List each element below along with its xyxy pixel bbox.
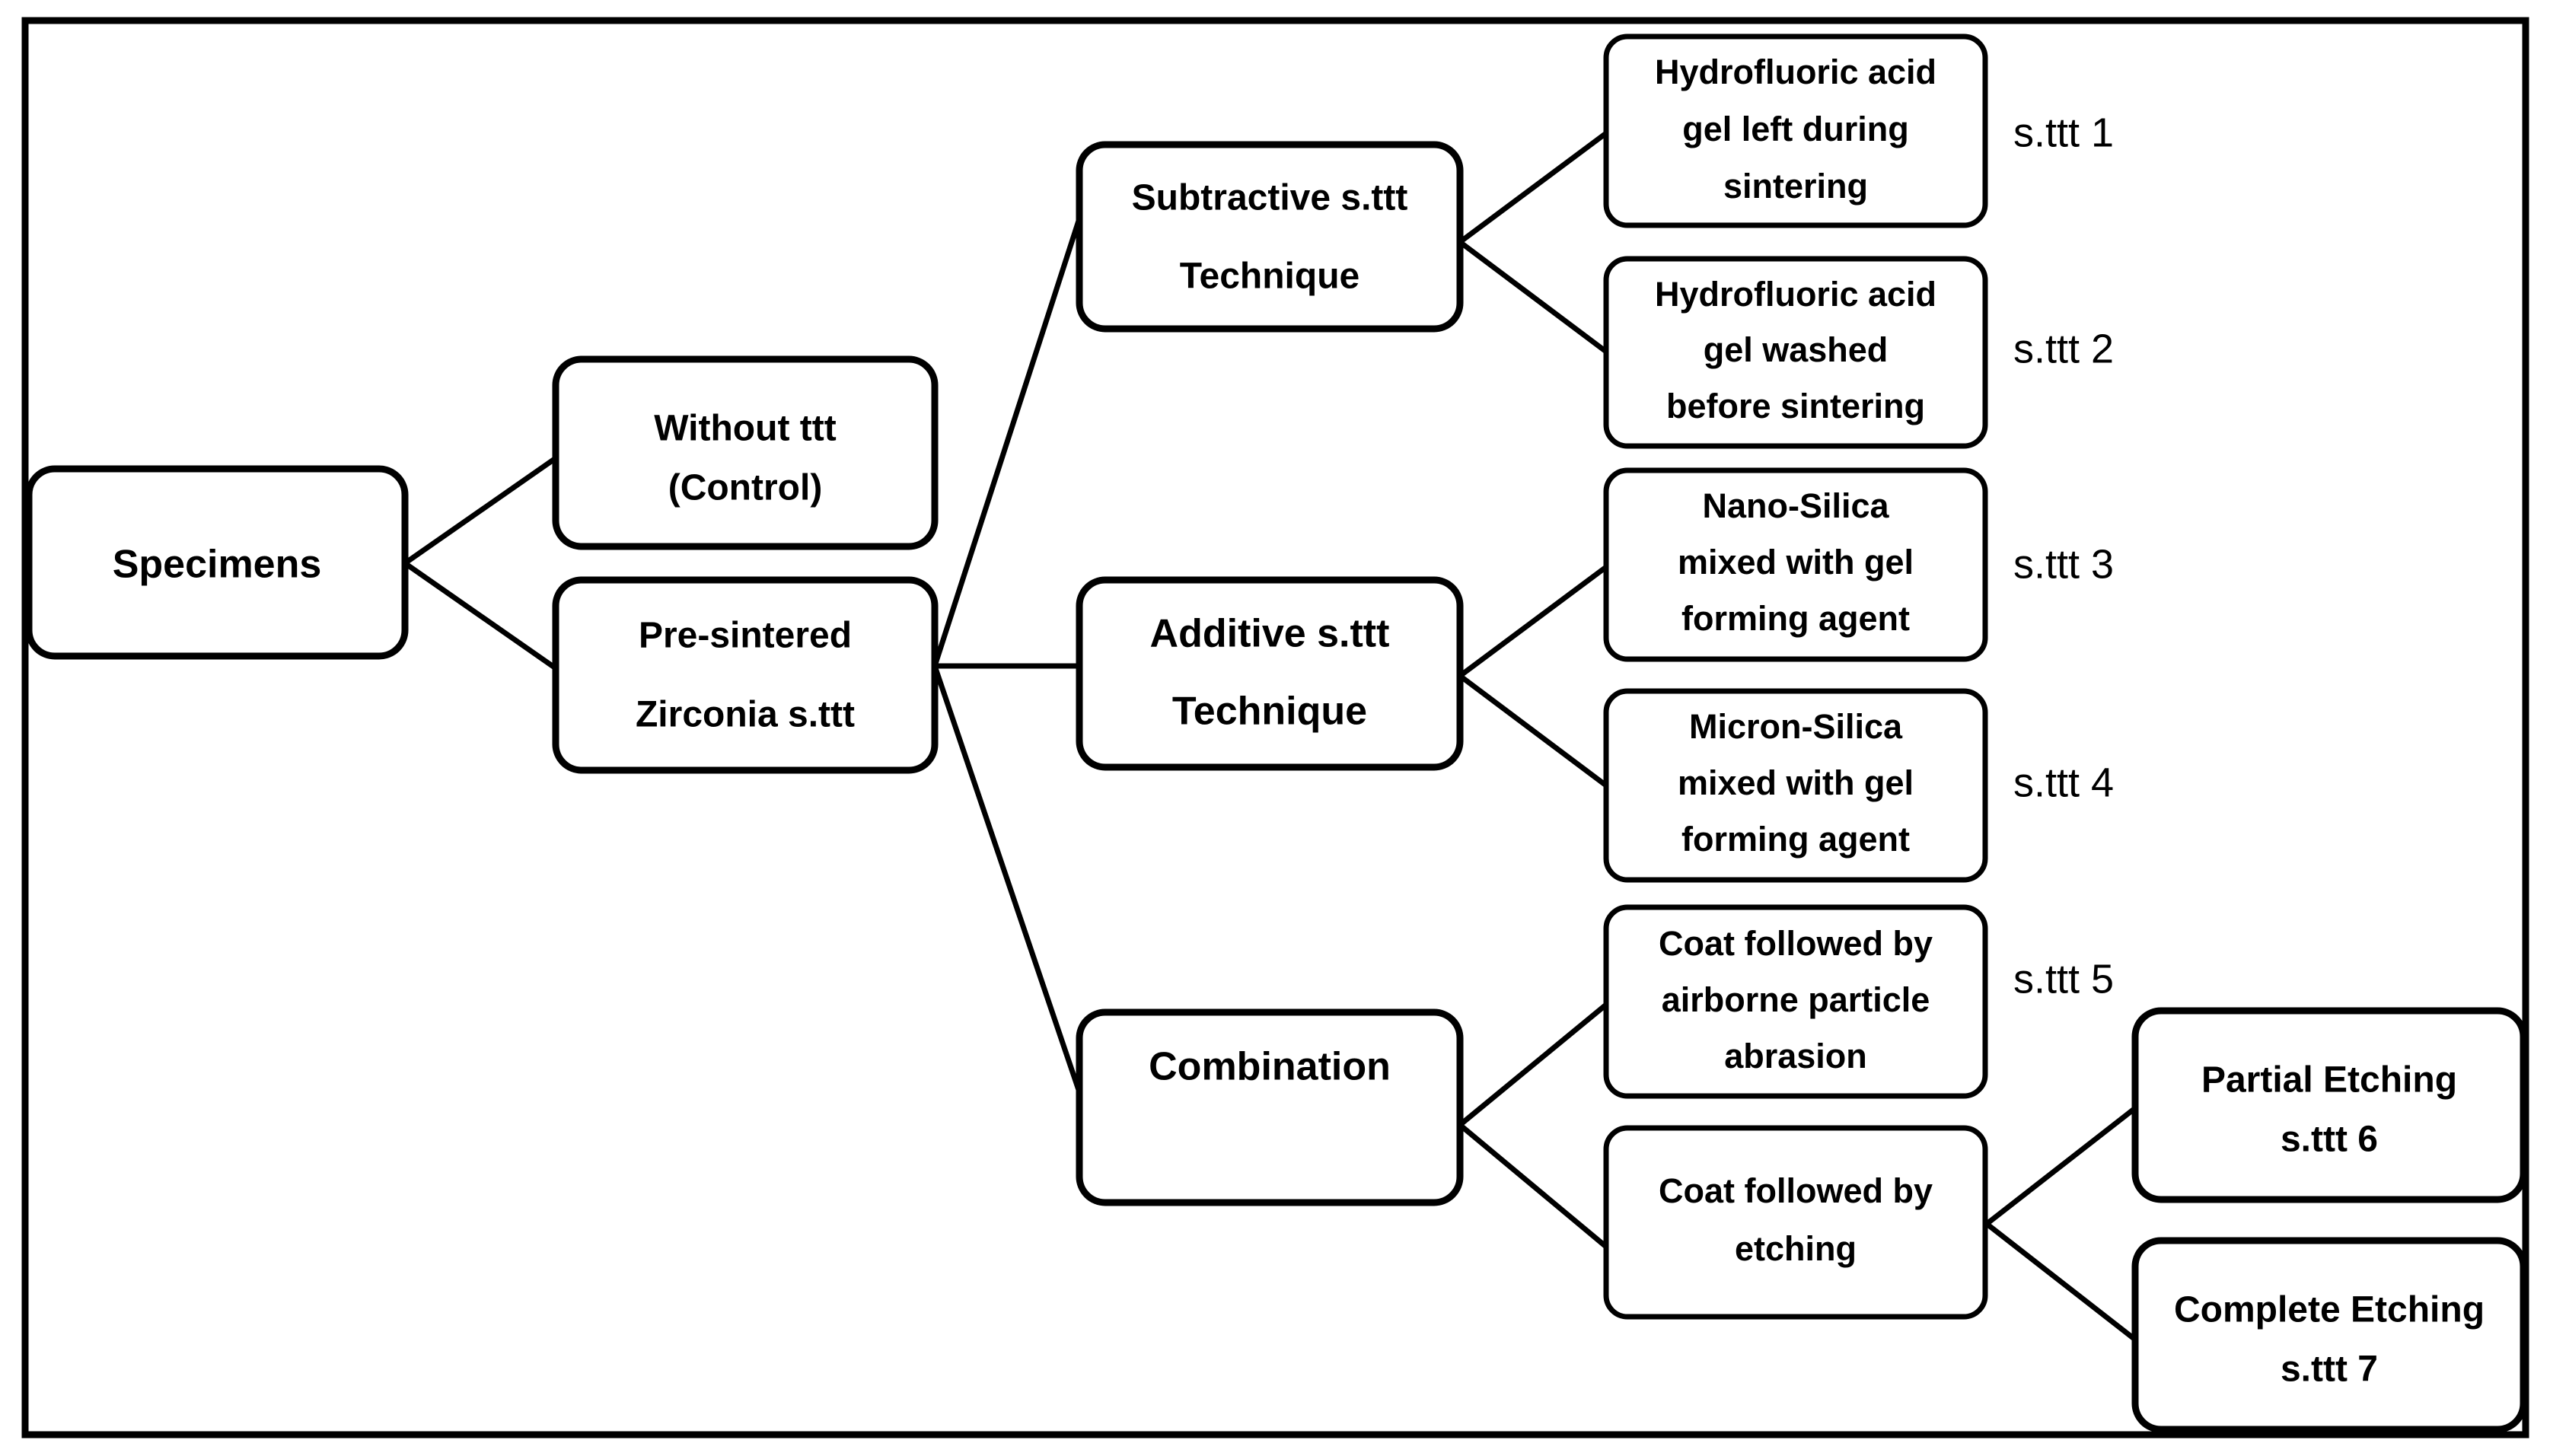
node-partial-etching[interactable]: Partial Etching s.ttt 6 xyxy=(2131,1007,2527,1203)
connector-subtractive-to-hf-left xyxy=(1458,131,1608,244)
node-partial-etching-line-2: s.ttt 6 xyxy=(2281,1120,2378,1160)
node-hf-gel-left-line-2: gel left during xyxy=(1682,110,1909,148)
connector-coat-etching-to-complete xyxy=(1984,1222,2137,1342)
node-coat-etching-line-2: etching xyxy=(1735,1229,1857,1268)
node-partial-etching-box[interactable] xyxy=(2131,1007,2527,1203)
node-hf-gel-left-box[interactable] xyxy=(1603,33,1988,228)
node-specimens[interactable]: Specimens xyxy=(25,465,409,660)
node-without-ttt[interactable]: Without ttt (Control) xyxy=(552,355,939,550)
connector-subtractive-to-hf-washed xyxy=(1458,240,1608,354)
node-pre-sintered-zirconia-line-2: Zirconia s.ttt xyxy=(636,695,855,735)
node-coat-abrasion-line-3: abrasion xyxy=(1724,1037,1867,1075)
side-label-sttt-1: s.ttt 1 xyxy=(2013,110,2114,155)
node-micron-silica-line-1: Micron-Silica xyxy=(1689,707,1903,746)
node-pre-sintered-zirconia-box[interactable] xyxy=(552,576,939,774)
node-additive-technique-line-2: Technique xyxy=(1172,690,1367,734)
node-complete-etching[interactable]: Complete Etching s.ttt 7 xyxy=(2131,1237,2527,1433)
diagram-frame xyxy=(21,17,2529,1438)
node-nano-silica-line-2: mixed with gel xyxy=(1678,543,1914,581)
node-nano-silica[interactable]: Nano-Silica mixed with gel forming agent xyxy=(1603,467,1988,662)
node-subtractive-technique[interactable]: Subtractive s.ttt Technique xyxy=(1076,141,1464,333)
node-partial-etching-line-1: Partial Etching xyxy=(2201,1060,2457,1101)
node-additive-technique[interactable]: Additive s.ttt Technique xyxy=(1076,576,1464,771)
connector-additive-to-nano-silica xyxy=(1458,565,1608,678)
side-label-sttt-5: s.ttt 5 xyxy=(2013,956,2114,1002)
connector-additive-to-micron-silica xyxy=(1458,674,1608,788)
connector-specimens-to-presintered xyxy=(403,561,558,671)
connector-specimens-to-control xyxy=(403,456,558,566)
connector-presintered-to-subtractive xyxy=(932,217,1082,667)
side-label-sttt-2: s.ttt 2 xyxy=(2013,326,2114,371)
node-without-ttt-line-2: (Control) xyxy=(668,468,823,508)
node-hf-gel-washed[interactable]: Hydrofluoric acid gel washed before sint… xyxy=(1603,256,1988,449)
node-pre-sintered-zirconia[interactable]: Pre-sintered Zirconia s.ttt xyxy=(552,576,939,774)
node-specimens-box[interactable] xyxy=(25,465,409,660)
node-coat-abrasion[interactable]: Coat followed by airborne particle abras… xyxy=(1603,904,1988,1099)
node-nano-silica-line-3: forming agent xyxy=(1681,599,1910,638)
side-label-sttt-4: s.ttt 4 xyxy=(2013,760,2114,805)
node-subtractive-technique-line-1: Subtractive s.ttt xyxy=(1132,178,1408,218)
side-label-sttt-3: s.ttt 3 xyxy=(2013,541,2114,587)
node-complete-etching-line-2: s.ttt 7 xyxy=(2281,1349,2378,1390)
connector-combination-to-coat-abrasion xyxy=(1458,1002,1608,1127)
node-hf-gel-left[interactable]: Hydrofluoric acid gel left during sinter… xyxy=(1603,33,1988,228)
node-specimens-label: Specimens xyxy=(113,543,322,587)
node-without-ttt-box[interactable] xyxy=(552,355,939,550)
node-coat-abrasion-line-2: airborne particle xyxy=(1662,980,1930,1019)
node-combination-label: Combination xyxy=(1149,1045,1391,1089)
node-complete-etching-line-1: Complete Etching xyxy=(2174,1290,2485,1330)
node-coat-etching-line-1: Coat followed by xyxy=(1659,1171,1933,1210)
node-hf-gel-washed-line-3: before sintering xyxy=(1666,387,1925,425)
node-subtractive-technique-box[interactable] xyxy=(1076,141,1464,333)
node-coat-abrasion-box[interactable] xyxy=(1603,904,1988,1099)
node-coat-abrasion-line-1: Coat followed by xyxy=(1659,924,1933,963)
node-without-ttt-line-1: Without ttt xyxy=(654,409,836,449)
node-pre-sintered-zirconia-line-1: Pre-sintered xyxy=(639,616,852,656)
node-hf-gel-washed-line-2: gel washed xyxy=(1704,330,1889,369)
node-combination[interactable]: Combination xyxy=(1076,1008,1464,1206)
node-hf-gel-left-line-3: sintering xyxy=(1723,167,1868,205)
node-subtractive-technique-line-2: Technique xyxy=(1180,256,1359,297)
node-additive-technique-box[interactable] xyxy=(1076,576,1464,771)
node-complete-etching-box[interactable] xyxy=(2131,1237,2527,1433)
node-combination-box[interactable] xyxy=(1076,1008,1464,1206)
node-micron-silica-line-3: forming agent xyxy=(1681,820,1910,859)
node-nano-silica-box[interactable] xyxy=(1603,467,1988,662)
node-micron-silica-line-2: mixed with gel xyxy=(1678,763,1914,802)
connector-combination-to-coat-etching xyxy=(1458,1123,1608,1249)
node-hf-gel-washed-box[interactable] xyxy=(1603,256,1988,449)
node-micron-silica-box[interactable] xyxy=(1603,688,1988,883)
node-additive-technique-line-1: Additive s.ttt xyxy=(1150,612,1390,656)
connector-group xyxy=(403,131,2137,1342)
node-nano-silica-line-1: Nano-Silica xyxy=(1702,486,1889,525)
node-micron-silica[interactable]: Micron-Silica mixed with gel forming age… xyxy=(1603,688,1988,883)
node-hf-gel-washed-line-1: Hydrofluoric acid xyxy=(1655,275,1936,314)
node-coat-etching-box[interactable] xyxy=(1603,1125,1988,1320)
connector-coat-etching-to-partial xyxy=(1984,1106,2137,1226)
connector-presintered-to-combination xyxy=(932,664,1082,1094)
node-coat-etching[interactable]: Coat followed by etching xyxy=(1603,1125,1988,1320)
node-hf-gel-left-line-1: Hydrofluoric acid xyxy=(1655,53,1936,91)
